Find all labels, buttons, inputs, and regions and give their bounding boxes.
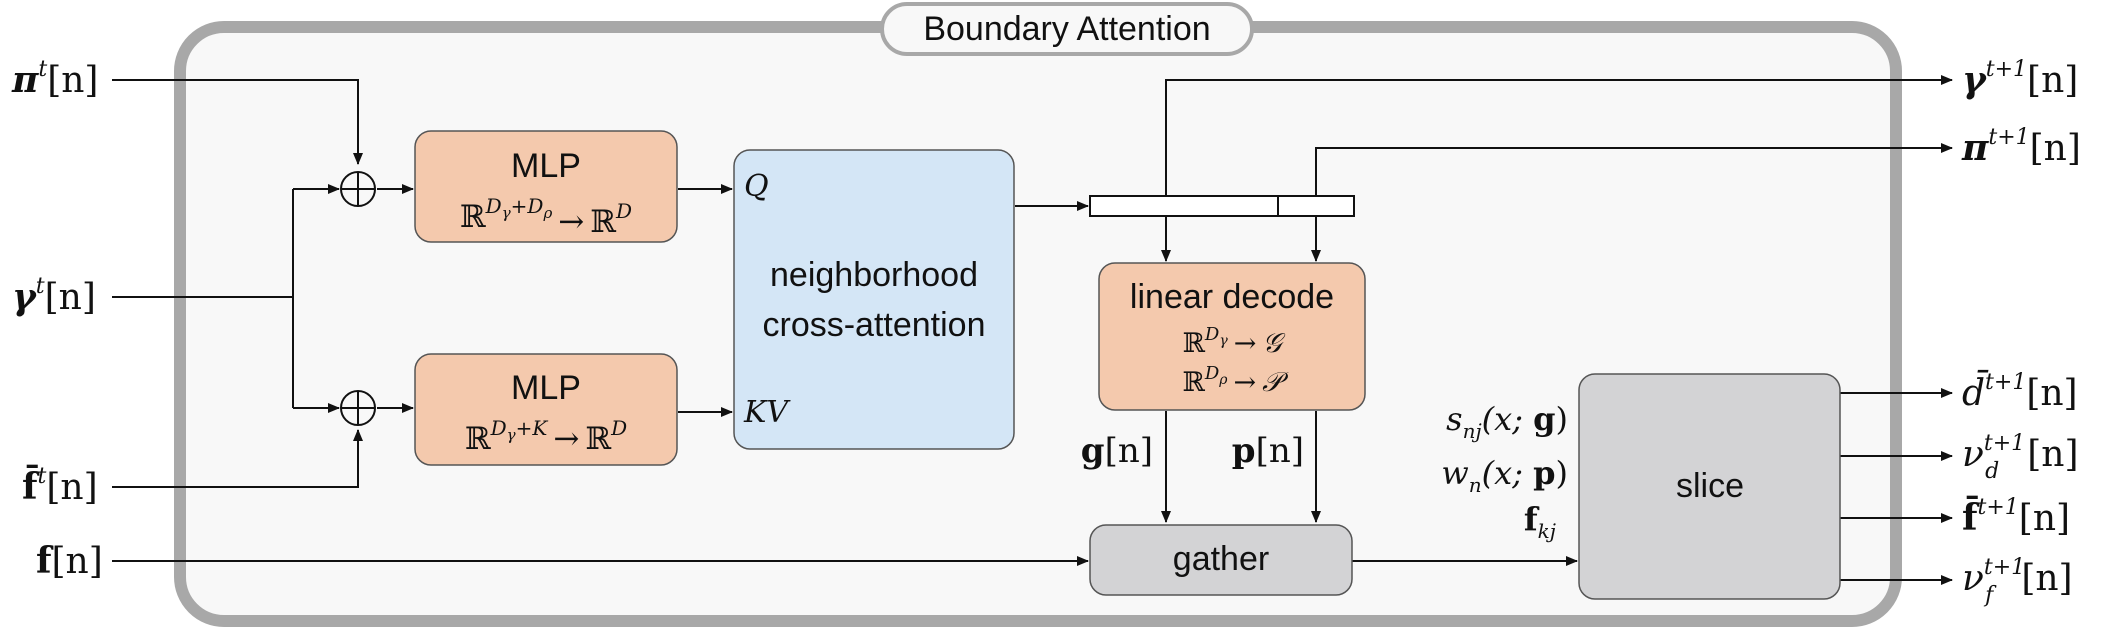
linear-decode-row2: ℝDρ→𝒫 [1182,363,1289,398]
attention-title-line2: cross-attention [763,306,986,344]
gather-label: gather [1173,540,1269,578]
attention-title-line1: neighborhood [770,256,978,294]
slice-label: slice [1676,467,1744,505]
token-bar-pi [1277,195,1355,217]
linear-decode-block [1098,262,1366,411]
connectors [112,75,1953,585]
mlp-bottom-mapping: ℝDγ+K→ℝD [465,416,627,457]
label-f-kj: fkj [1524,500,1556,543]
concat-plus-top [340,171,376,207]
output-gamma-t1: γt+1[n] [1962,57,2078,101]
concat-plus-bottom [340,390,376,426]
output-fbar-t1: f̄t+1[n] [1962,495,2070,539]
mlp-top-title: MLP [511,147,581,185]
edge-pi-to-plus [112,79,363,165]
input-gamma-t: γt[n] [12,274,96,318]
input-f: f[n] [36,540,103,582]
edge-token-to-pi-out [1315,143,1953,196]
label-g-n: g[n] [1081,431,1153,471]
label-w-n: wn(x; p) [1441,454,1568,497]
mlp-top-mapping: ℝDγ+Dρ→ℝD [460,194,632,240]
frame-title: Boundary Attention [923,10,1210,48]
token-bar-gamma [1089,195,1279,217]
attention-q-label: Q [744,169,769,204]
gather-block [1089,524,1353,596]
label-p-n: p[n] [1232,431,1304,471]
edge-token-to-gamma-out [1165,75,1953,196]
label-s-nj: snj(x; g) [1446,400,1568,443]
mlp-bottom-title: MLP [511,369,581,407]
output-pi-t1: πt+1[n] [1961,125,2081,169]
mlp-top-block [414,130,678,243]
input-pi-t: πt[n] [11,57,98,101]
edge-fbar-to-plus [112,429,363,488]
slice-block [1578,373,1841,600]
output-dbar-t1: d̄t+1[n] [1962,370,2078,414]
mlp-bottom-block [414,353,678,466]
linear-decode-row1: ℝDγ→𝒢 [1182,324,1286,359]
input-fbar-t: f̄t[n] [22,464,98,508]
attention-kv-label: KV [743,395,791,430]
frame-title-pill [880,2,1254,56]
linear-decode-title: linear decode [1130,278,1334,316]
attention-block [733,149,1015,450]
